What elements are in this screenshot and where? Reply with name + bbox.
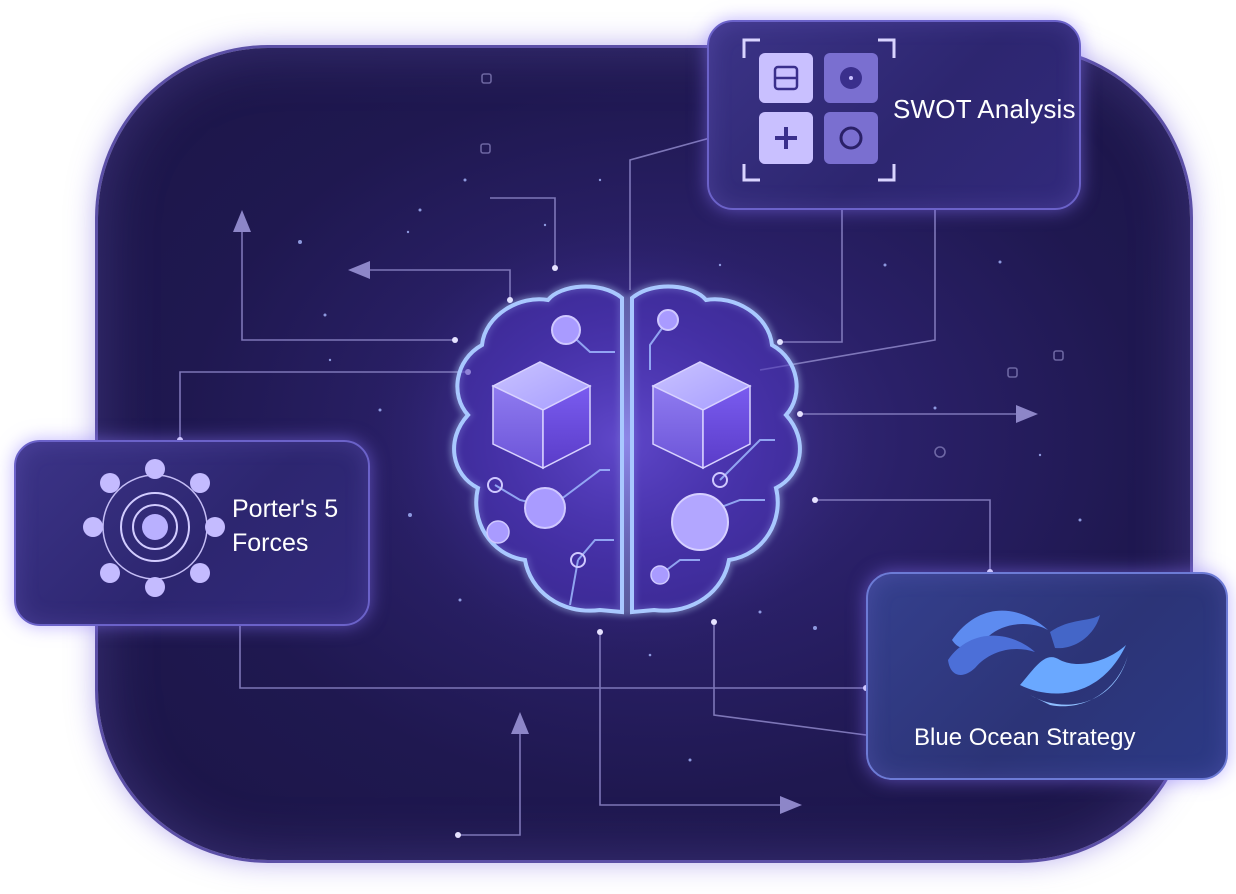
arrow-left-icon — [348, 261, 370, 279]
swot-label: SWOT Analysis — [893, 94, 1076, 124]
arrow-up-icon — [511, 712, 529, 734]
arrow-up-icon — [233, 210, 251, 232]
star-particles — [298, 178, 1082, 762]
arrow-right-icon — [1016, 405, 1038, 423]
arrow-right-icon — [780, 796, 802, 814]
cube-left-icon — [491, 361, 592, 470]
connector-lines — [179, 137, 1020, 836]
blue-ocean-label: Blue Ocean Strategy — [914, 724, 1136, 751]
square-particles — [480, 73, 1064, 458]
connector-arrows — [233, 210, 1038, 814]
porter-label: Porter's 5 Forces — [232, 495, 339, 557]
cube-right-icon — [651, 361, 752, 470]
brain-icon — [449, 282, 805, 617]
